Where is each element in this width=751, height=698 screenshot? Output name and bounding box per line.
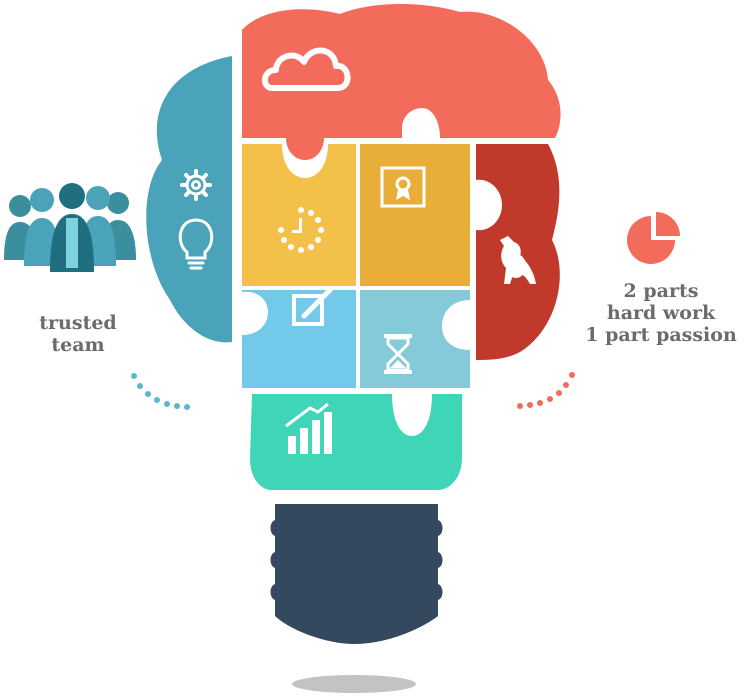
kangaroo-icon — [500, 236, 536, 284]
edit-icon — [292, 287, 333, 326]
gear-icon — [180, 169, 212, 201]
recipe-line-1: 2 parts — [623, 280, 699, 302]
trusted-team-caption: trusted team — [18, 312, 138, 356]
pie-chart-icon — [627, 212, 680, 264]
cloud-icon — [262, 47, 351, 91]
bar-chart-icon — [285, 402, 332, 454]
puzzle-piece-left-teal — [146, 56, 232, 343]
team-people-icon — [4, 183, 136, 272]
lightbulb-icon — [178, 218, 214, 270]
recipe-line-2: hard work — [606, 302, 716, 324]
recipe-line-3: 1 part passion — [585, 324, 737, 346]
bulb-base — [270, 504, 443, 644]
puzzle-piece-yellow — [242, 144, 356, 286]
hourglass-icon — [384, 334, 412, 374]
dotted-connector-right — [517, 372, 575, 409]
puzzle-piece-sky — [360, 290, 470, 388]
puzzle-piece-bottom-mint — [250, 394, 462, 490]
trusted-team-line-1: trusted — [39, 312, 117, 334]
recipe-caption: 2 parts hard work 1 part passion — [572, 280, 750, 346]
trusted-team-line-2: team — [51, 334, 105, 356]
dotted-connector-left — [131, 373, 190, 410]
bulb-shadow — [292, 675, 416, 693]
puzzle-piece-light-blue — [242, 290, 356, 388]
clock-icon — [278, 207, 324, 253]
certificate-icon — [380, 166, 426, 208]
puzzle-piece-top-coral — [242, 3, 561, 160]
puzzle-piece-mustard — [360, 144, 470, 286]
